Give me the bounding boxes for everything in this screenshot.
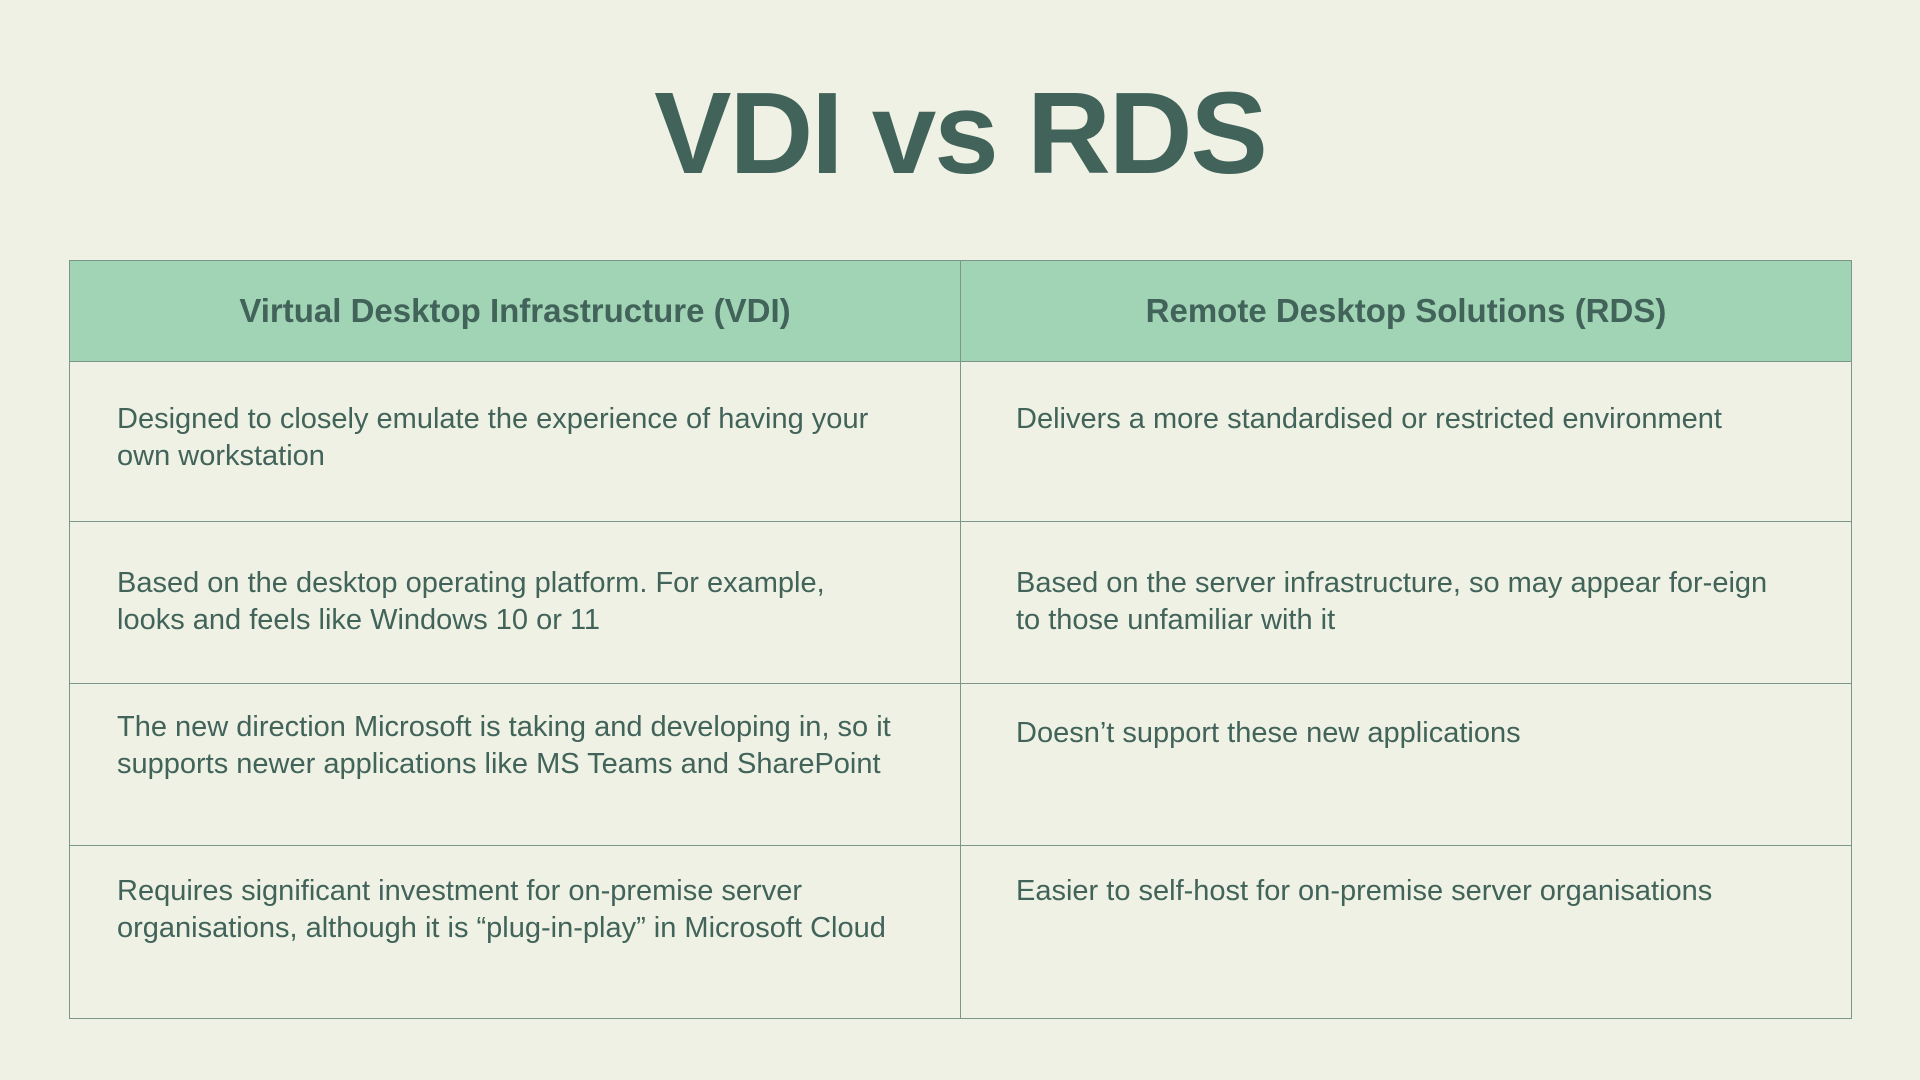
table-row: Designed to closely emulate the experien… (69, 361, 1852, 522)
rds-cell: Doesn’t support these new applications (960, 683, 1852, 846)
table-row: Based on the desktop operating platform.… (69, 521, 1852, 684)
page-title: VDI vs RDS (654, 68, 1268, 198)
table-row: The new direction Microsoft is taking an… (69, 683, 1852, 846)
table-header-row: Virtual Desktop Infrastructure (VDI) Rem… (69, 260, 1852, 362)
rds-cell: Delivers a more standardised or restrict… (960, 361, 1852, 522)
column-header-vdi: Virtual Desktop Infrastructure (VDI) (69, 260, 961, 362)
column-header-rds: Remote Desktop Solutions (RDS) (960, 260, 1852, 362)
comparison-table: Virtual Desktop Infrastructure (VDI) Rem… (69, 260, 1852, 1019)
rds-cell: Based on the server infrastructure, so m… (960, 521, 1852, 684)
vdi-cell: Designed to closely emulate the experien… (69, 361, 961, 522)
vdi-cell: Based on the desktop operating platform.… (69, 521, 961, 684)
vdi-cell: Requires significant investment for on-p… (69, 845, 961, 1019)
table-row: Requires significant investment for on-p… (69, 845, 1852, 1019)
rds-cell: Easier to self-host for on-premise serve… (960, 845, 1852, 1019)
vdi-cell: The new direction Microsoft is taking an… (69, 683, 961, 846)
